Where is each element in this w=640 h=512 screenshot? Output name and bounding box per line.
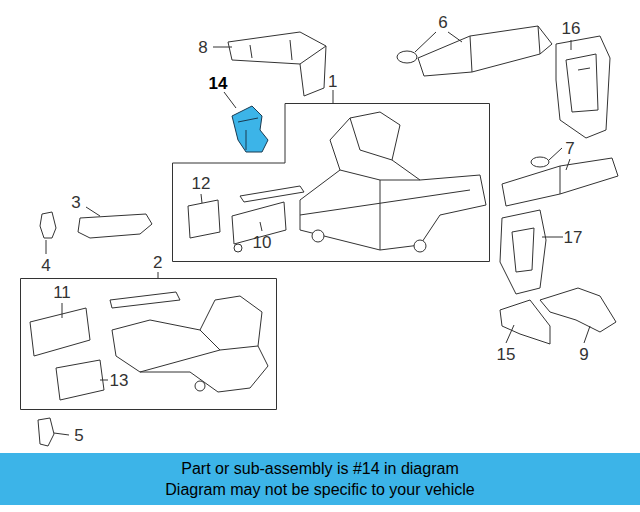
callout-number: 8 (198, 39, 207, 56)
part-11 (30, 308, 90, 356)
assembly-box: 1 (172, 103, 490, 262)
part-6 (418, 26, 552, 76)
part-12 (188, 200, 220, 238)
part-16 (556, 36, 610, 138)
callout-number: 7 (565, 140, 574, 157)
callout-number: 12 (192, 175, 211, 192)
callout-number: 16 (562, 20, 581, 37)
callout-number: 17 (564, 229, 583, 246)
callout-number: 1 (328, 73, 337, 90)
callout-number: 5 (74, 427, 83, 444)
part-1-strip (240, 186, 304, 202)
part-7 (502, 158, 618, 206)
part-8 (228, 32, 326, 96)
part-5 (38, 418, 54, 446)
part-15 (500, 300, 550, 344)
notice-text: Diagram may not be specific to your vehi… (165, 479, 474, 500)
callout-number: 6 (438, 14, 447, 31)
box-outline (172, 103, 490, 262)
callout-number: 3 (71, 194, 80, 211)
part-2-strip (110, 292, 180, 308)
part-14 (232, 106, 268, 152)
part-1 (300, 112, 486, 250)
callout-number: 15 (497, 346, 516, 363)
notice-band: Part or sub-assembly is #14 in diagramDi… (0, 453, 640, 505)
callout-number: 14 (209, 75, 228, 92)
part-13 (56, 360, 104, 400)
leader-lines (46, 32, 590, 435)
part-2 (112, 296, 268, 392)
callout-number: 4 (41, 257, 50, 274)
callout-number: 10 (253, 234, 272, 251)
callout-number: 9 (579, 346, 588, 363)
callout-number: 11 (53, 284, 71, 301)
part-3 (78, 214, 152, 238)
part-17 (500, 210, 546, 294)
part-4 (40, 212, 56, 238)
callout-number: 13 (110, 372, 129, 389)
notice-text: Part or sub-assembly is #14 in diagram (181, 458, 458, 479)
part-9 (540, 288, 616, 332)
callout-number: 2 (153, 254, 162, 271)
